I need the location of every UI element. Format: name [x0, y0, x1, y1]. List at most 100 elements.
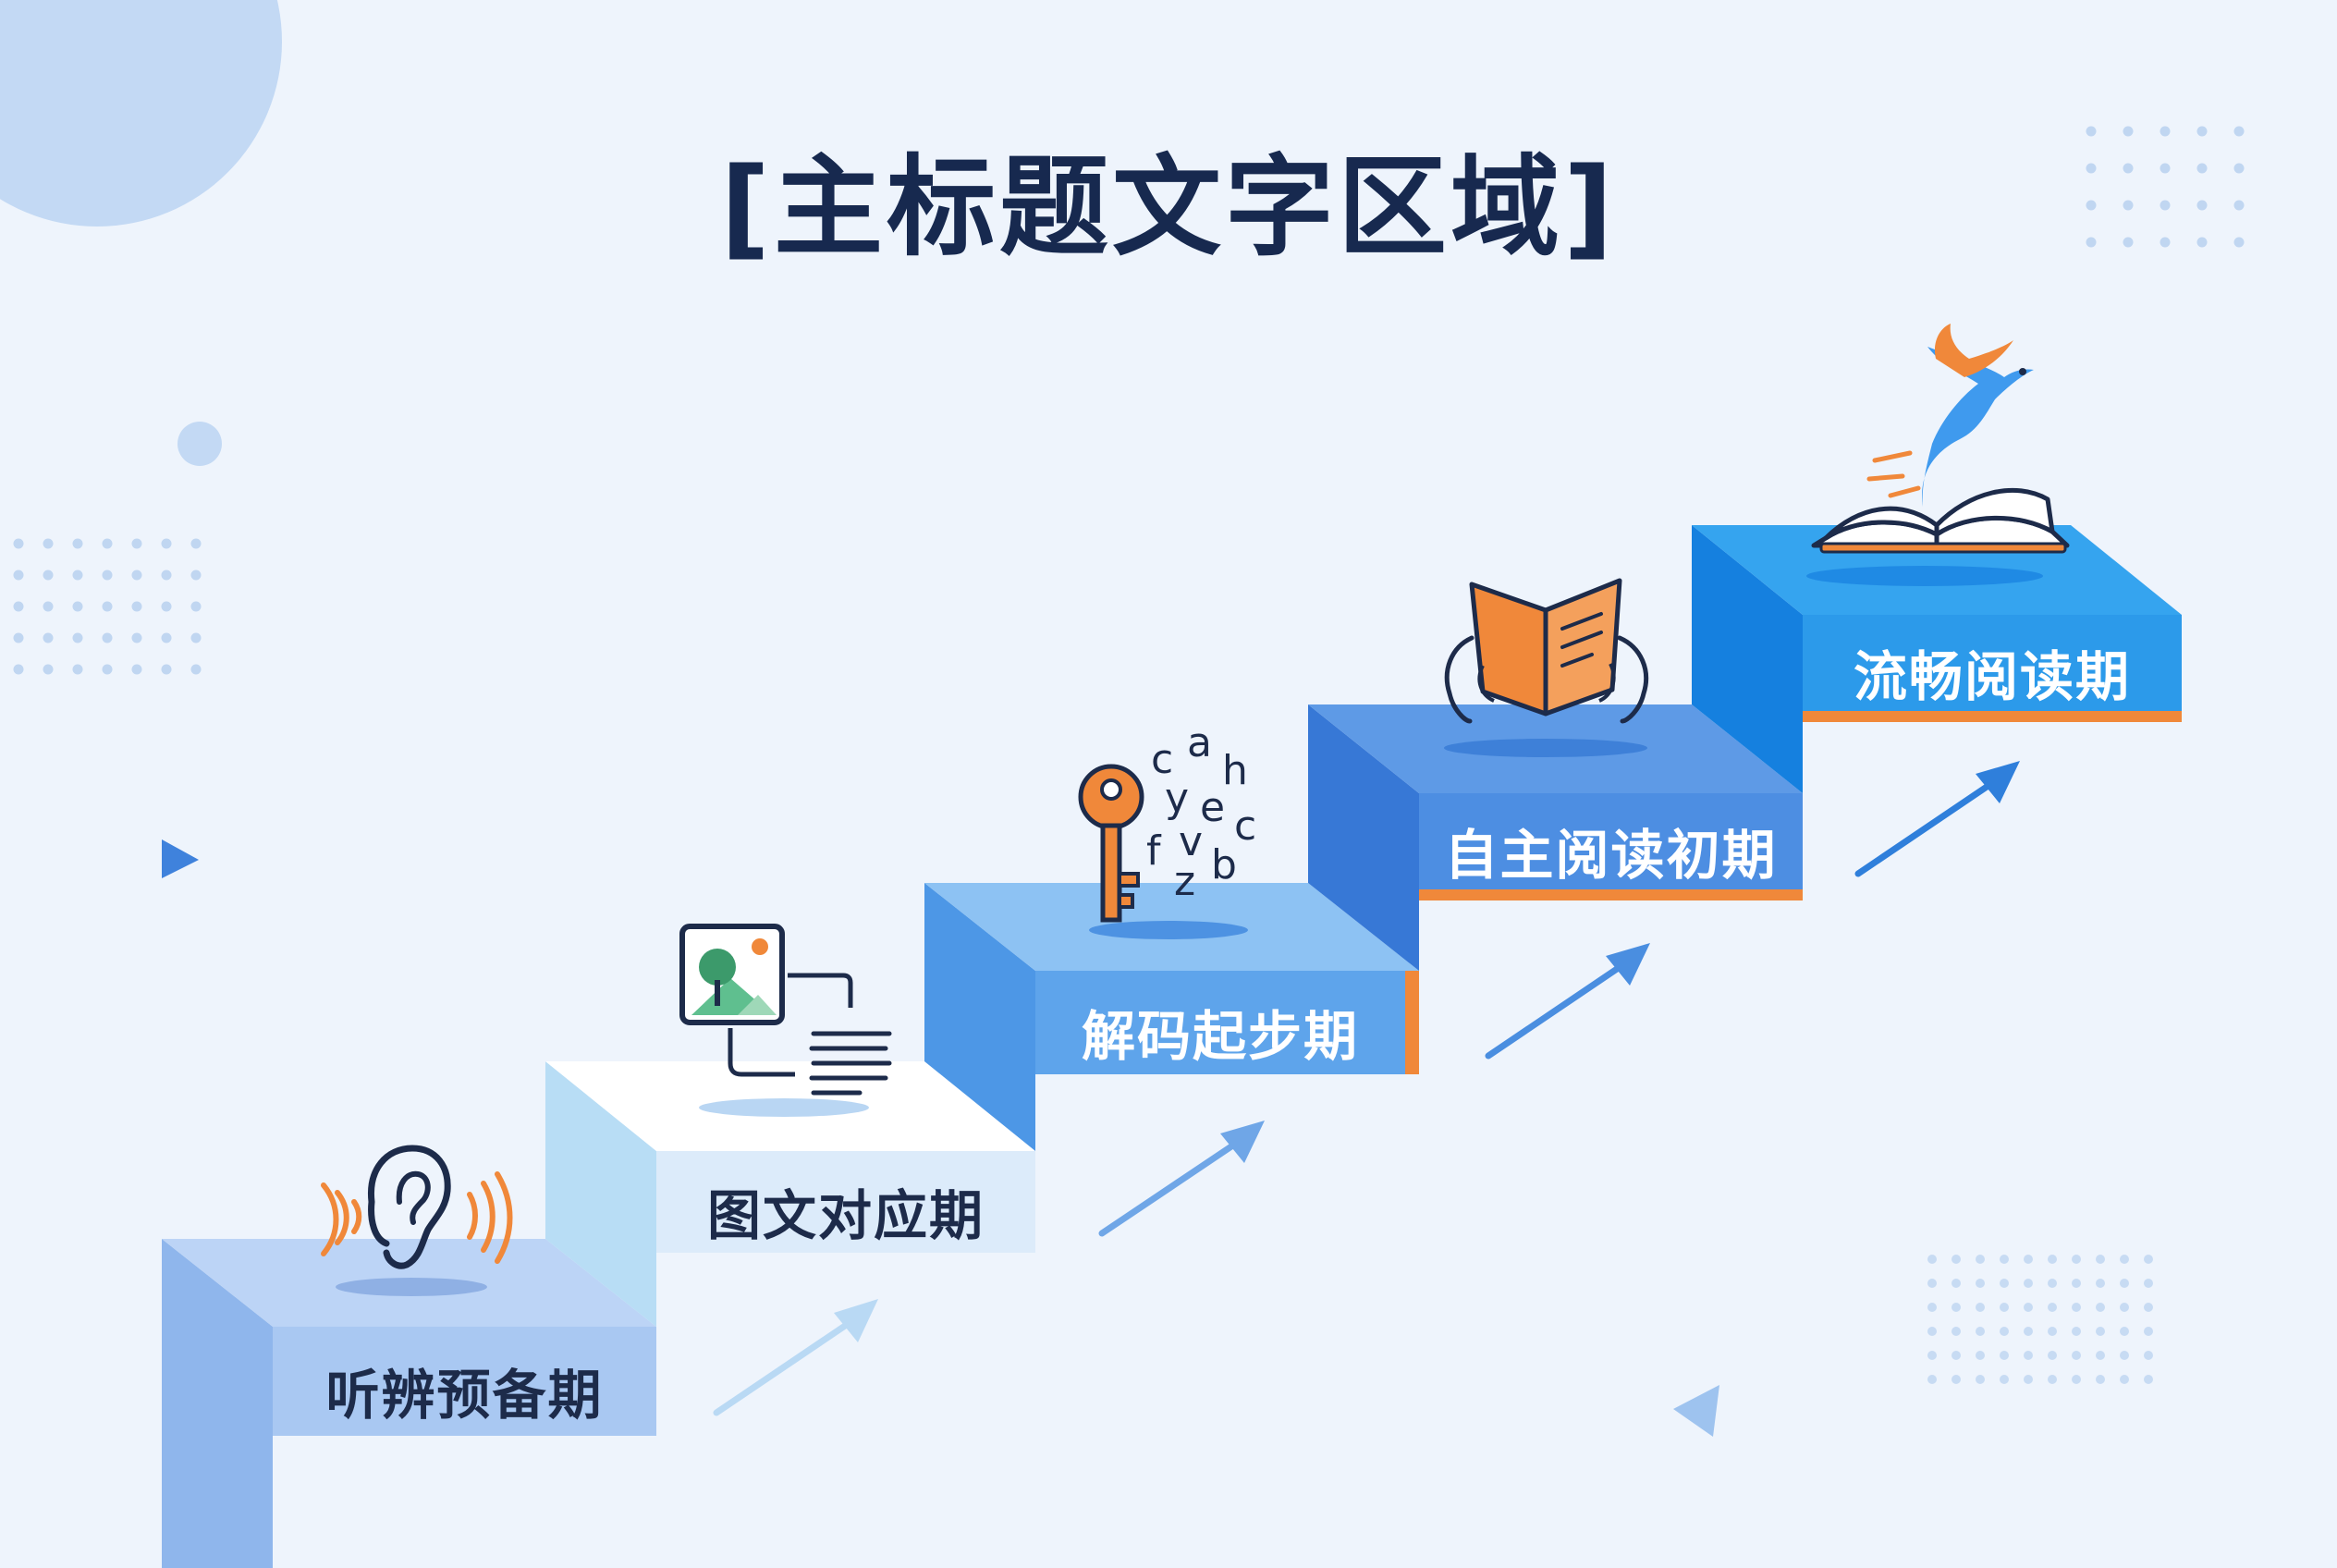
decor-dot	[102, 601, 113, 612]
arrow-icon	[713, 1299, 878, 1416]
decor-dot	[2233, 237, 2245, 248]
decor-dot	[2096, 1279, 2105, 1288]
icon-shadow	[336, 1278, 487, 1296]
arrow-icon	[1485, 943, 1650, 1060]
decor-dot	[131, 570, 142, 581]
decor-dot	[2096, 1375, 2105, 1384]
decor-dot	[2000, 1255, 2009, 1264]
decor-dot	[2000, 1279, 2009, 1288]
decor-dot	[161, 601, 172, 612]
decor-dot	[2160, 163, 2171, 174]
main-title: [主标题文字区域]	[720, 143, 1617, 271]
decor-dot	[2000, 1327, 2009, 1336]
decor-dot	[2024, 1375, 2033, 1384]
decor-dot	[2024, 1255, 2033, 1264]
decor-dot	[2024, 1303, 2033, 1312]
arrow-icon	[1098, 1121, 1265, 1237]
decor-dot	[1927, 1375, 1937, 1384]
decor-dot	[161, 664, 172, 675]
decor-dot	[2096, 1351, 2105, 1360]
step-label-5: 流畅阅读期	[1853, 645, 2131, 708]
decor-dot	[2144, 1255, 2153, 1264]
decor-dot	[102, 632, 113, 643]
decor-dot	[2233, 163, 2245, 174]
decor-dot	[1952, 1351, 1961, 1360]
decor-dot	[2072, 1375, 2081, 1384]
book-bird-icon	[1811, 324, 2070, 554]
decor-dot	[2233, 126, 2245, 137]
decor-dot	[2144, 1351, 2153, 1360]
step-label-4: 自主阅读初期	[1444, 824, 1778, 887]
progress-arrows	[713, 761, 2020, 1416]
decor-dot	[2196, 126, 2208, 137]
letter: e	[1200, 784, 1225, 831]
decor-dot	[131, 632, 142, 643]
decor-dot	[2072, 1303, 2081, 1312]
decor-dot	[2048, 1351, 2057, 1360]
decor-dot	[2123, 200, 2134, 211]
dot-grid-bottom-right	[1927, 1255, 2153, 1384]
decor-dot	[2196, 163, 2208, 174]
decor-dot	[1976, 1351, 1985, 1360]
decor-dot	[2144, 1375, 2153, 1384]
decor-dot	[2144, 1327, 2153, 1336]
decor-dot	[2048, 1327, 2057, 1336]
decor-dot	[13, 570, 24, 581]
decor-dot	[2120, 1327, 2129, 1336]
letter: h	[1222, 747, 1248, 794]
decor-dot	[161, 570, 172, 581]
decor-dot	[190, 632, 202, 643]
icon-shadow	[1089, 921, 1248, 939]
icon-shadow	[1806, 566, 2043, 586]
decor-dot	[161, 632, 172, 643]
letter: f	[1146, 827, 1162, 875]
decor-dot	[43, 664, 54, 675]
decor-dot	[1952, 1279, 1961, 1288]
decor-dot	[2086, 163, 2097, 174]
decor-dot	[2120, 1375, 2129, 1384]
decor-dot	[2048, 1303, 2057, 1312]
corner-circle-decoration	[0, 0, 282, 227]
decor-dot	[190, 570, 202, 581]
decor-dot	[2086, 126, 2097, 137]
decor-dot	[2120, 1303, 2129, 1312]
dot-grid-top-right	[2086, 126, 2245, 248]
decor-dot	[1927, 1255, 1937, 1264]
letter: c	[1151, 736, 1173, 783]
triangle-decoration-bottom	[1673, 1385, 1719, 1437]
decor-dot	[2048, 1375, 2057, 1384]
decor-dot	[1952, 1327, 1961, 1336]
decor-dot	[190, 664, 202, 675]
ear-icon	[321, 1145, 513, 1269]
icon-shadow	[1444, 739, 1647, 757]
decor-dot	[2160, 237, 2171, 248]
decor-dot	[43, 570, 54, 581]
decor-dot	[2123, 163, 2134, 174]
decor-dot	[2000, 1351, 2009, 1360]
decor-dot	[102, 538, 113, 549]
picture-text-icon	[679, 924, 892, 1096]
decor-dot	[43, 601, 54, 612]
decor-dot	[131, 601, 142, 612]
decor-dot	[2120, 1255, 2129, 1264]
decor-dot	[1952, 1375, 1961, 1384]
decor-dot	[72, 664, 83, 675]
decor-dot	[2123, 237, 2134, 248]
decor-dot	[43, 538, 54, 549]
decor-dot	[2072, 1327, 2081, 1336]
decor-dot	[13, 664, 24, 675]
floating-letters: c a h y e c f v b z	[1146, 719, 1256, 905]
decor-dot	[1976, 1375, 1985, 1384]
decor-dot	[2144, 1279, 2153, 1288]
decor-dot	[72, 601, 83, 612]
decor-dot	[2024, 1327, 2033, 1336]
small-circle-decoration	[177, 422, 222, 466]
decor-dot	[2096, 1303, 2105, 1312]
step-label-2: 图文对应期	[706, 1184, 985, 1247]
triangle-decoration-left	[162, 839, 199, 878]
decor-dot	[2144, 1303, 2153, 1312]
step-3-block	[924, 883, 1419, 1151]
dot-grid-left	[13, 538, 202, 675]
decor-dot	[2233, 200, 2245, 211]
